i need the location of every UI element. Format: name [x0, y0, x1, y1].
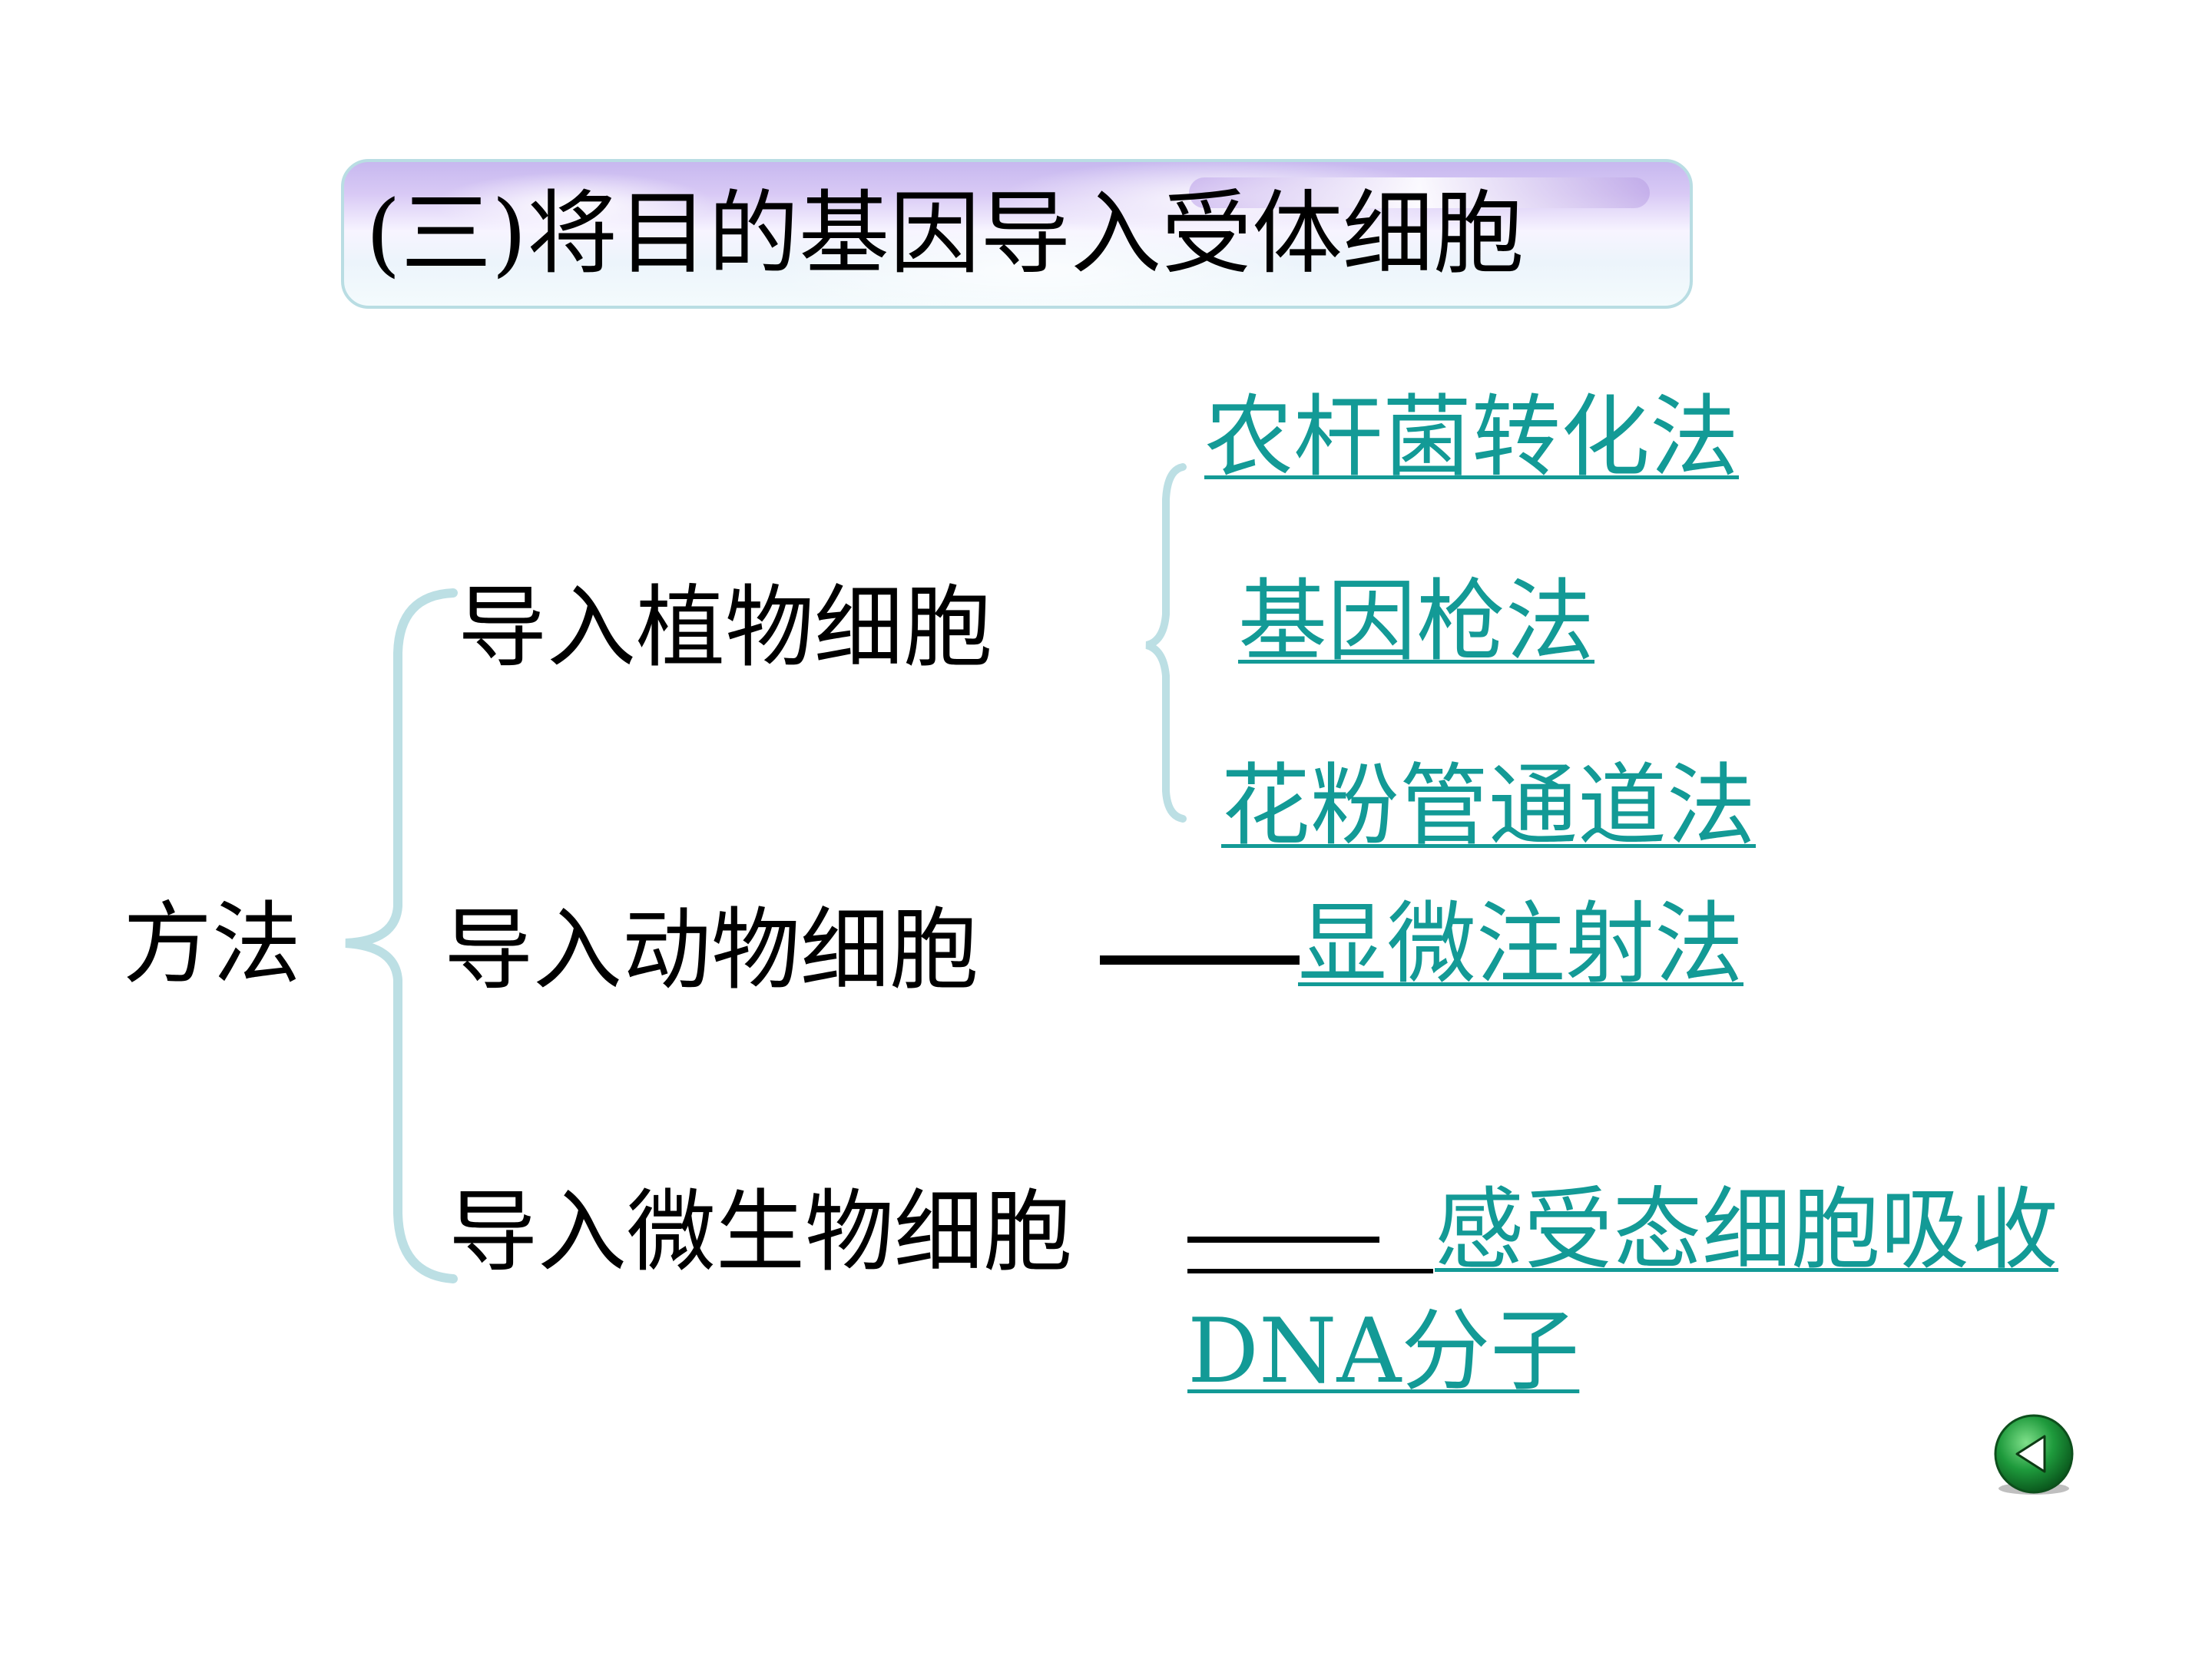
dna-molecule-link[interactable]: DNA分子 [1187, 1300, 1580, 1403]
microbe-connector-underline [1187, 1269, 1433, 1273]
plant-brace [1145, 463, 1187, 823]
microinjection-method-link[interactable]: 显微注射法 [1298, 892, 1743, 996]
root-label: 方法 [123, 892, 301, 996]
microbe-branch-label: 导入微生物细胞 [449, 1181, 1072, 1284]
back-arrow-icon [1994, 1414, 2074, 1495]
banner-glow [1189, 177, 1650, 208]
gene-gun-method-link[interactable]: 基因枪法 [1238, 570, 1594, 674]
pollen-tube-method-link[interactable]: 花粉管通道法 [1221, 754, 1756, 858]
back-button[interactable] [1989, 1412, 2078, 1501]
microbe-connector [1187, 1237, 1379, 1243]
plant-branch-label: 导入植物细胞 [458, 576, 992, 680]
slide-title: (三)将目的基因导入受体细胞 [366, 180, 1525, 286]
agrobacterium-method-link[interactable]: 农杆菌转化法 [1204, 386, 1739, 489]
main-brace [345, 588, 458, 1283]
animal-connector [1100, 955, 1300, 965]
title-banner: (三)将目的基因导入受体细胞 [341, 159, 1693, 309]
animal-branch-label: 导入动物细胞 [444, 899, 979, 1002]
competent-cell-method-link[interactable]: 感受态细胞吸收 [1435, 1178, 2058, 1282]
